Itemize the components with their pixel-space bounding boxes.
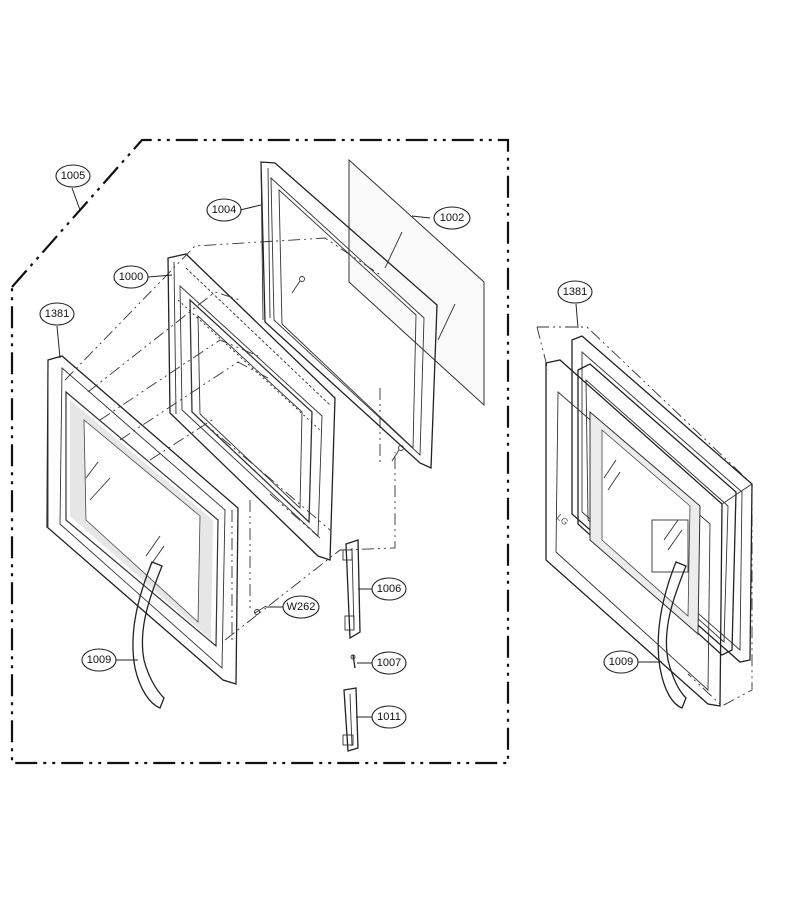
svg-text:1005: 1005 xyxy=(61,170,85,182)
lg-logo: LG xyxy=(555,512,571,527)
svg-text:1381: 1381 xyxy=(563,286,587,298)
assembly-projection-lines xyxy=(64,237,396,641)
assembled-door-view: LG xyxy=(536,326,753,707)
callout-1381-left: 1381 xyxy=(39,302,75,326)
callout-1004: 1004 xyxy=(206,198,242,222)
svg-text:1006: 1006 xyxy=(377,583,401,595)
callout-1009-left: 1009 xyxy=(81,648,117,672)
gasket-1009-left xyxy=(132,561,165,709)
screw-w262 xyxy=(254,605,267,615)
callout-1006: 1006 xyxy=(371,577,407,601)
callout-1009-right: 1009 xyxy=(603,650,639,674)
svg-text:1004: 1004 xyxy=(212,204,236,216)
callout-1000: 1000 xyxy=(113,265,149,289)
leader-1002 xyxy=(411,215,431,219)
leader-1005 xyxy=(71,187,81,211)
svg-text:1009: 1009 xyxy=(609,656,633,668)
svg-text:1000: 1000 xyxy=(119,271,143,283)
screw-bottom xyxy=(391,445,404,462)
spring-1007 xyxy=(350,654,356,669)
gasket-1009-right xyxy=(657,561,687,709)
svg-text:1011: 1011 xyxy=(377,711,401,723)
svg-text:1009: 1009 xyxy=(87,654,111,666)
callout-1005: 1005 xyxy=(55,164,91,188)
assembly-boundary-1005 xyxy=(10,138,510,765)
svg-text:1381: 1381 xyxy=(45,308,69,320)
glass-panel-1002 xyxy=(348,158,485,407)
latch-1011 xyxy=(342,687,359,752)
outer-door-1381 xyxy=(46,355,239,685)
callout-w262: W262 xyxy=(282,595,320,619)
leader-1381-left xyxy=(56,325,61,359)
callout-1007: 1007 xyxy=(371,651,407,675)
svg-text:1002: 1002 xyxy=(440,212,464,224)
leader-1004 xyxy=(239,204,262,211)
frame-1004 xyxy=(260,161,438,469)
screw-top xyxy=(291,276,305,294)
callout-1011: 1011 xyxy=(371,705,407,729)
latch-1006 xyxy=(342,539,361,640)
leader-1381-right xyxy=(575,303,579,329)
svg-text:1007: 1007 xyxy=(377,657,401,669)
callout-1381-right: 1381 xyxy=(557,280,593,304)
leader-1000 xyxy=(147,274,173,278)
svg-text:W262: W262 xyxy=(287,601,316,613)
callout-1002: 1002 xyxy=(433,206,471,230)
